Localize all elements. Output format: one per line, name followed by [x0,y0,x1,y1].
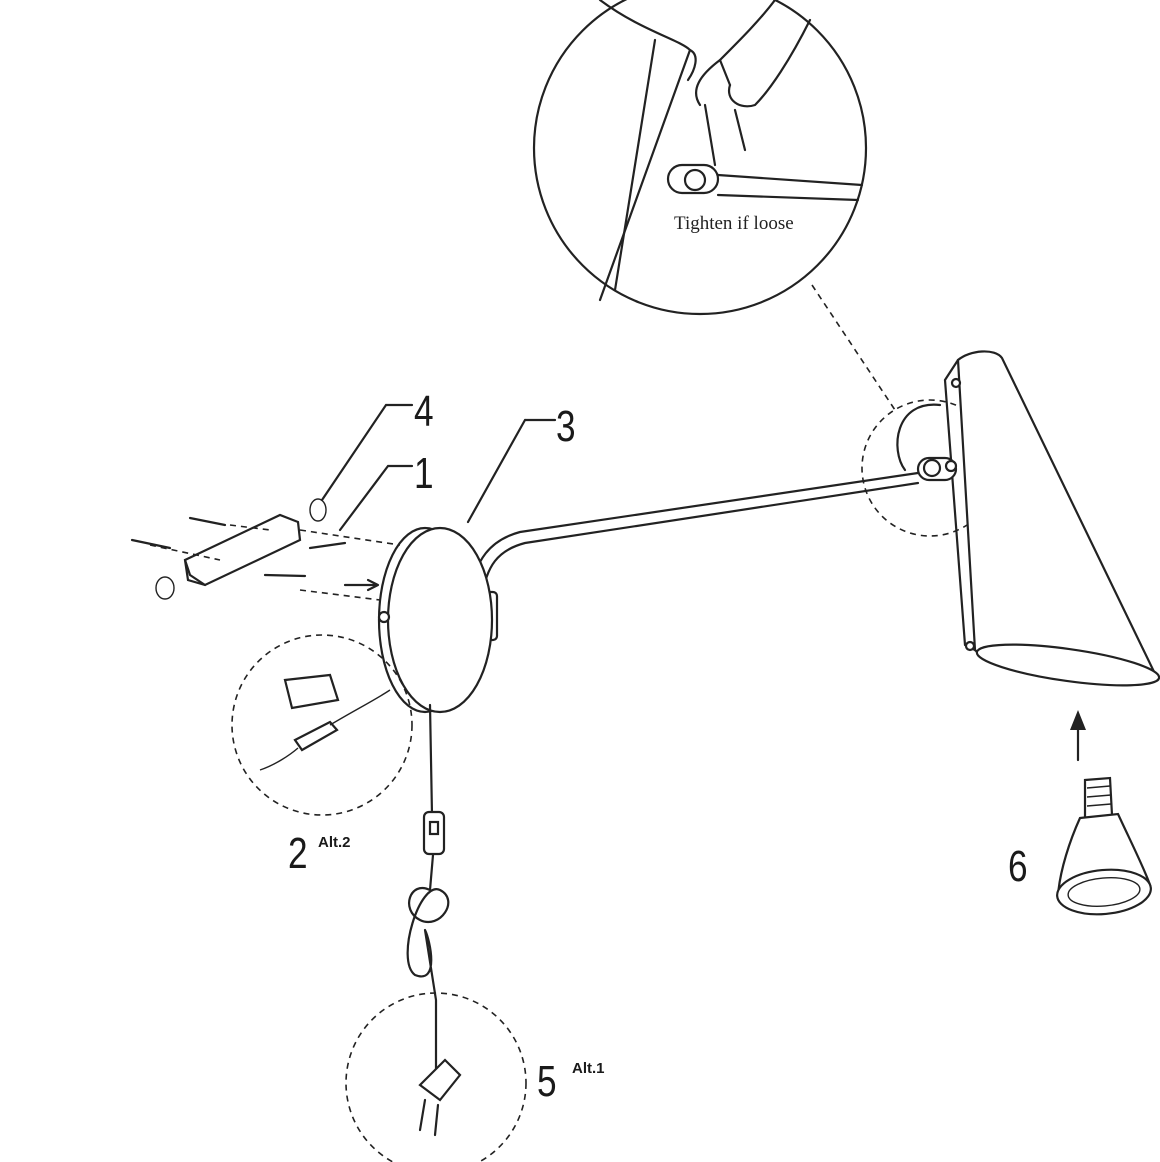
mounting-bracket [130,498,401,601]
leader-lines [320,403,557,532]
part-label-6: 6 [1008,842,1028,891]
part-label-5: 5 [537,1057,557,1106]
power-cord [345,703,527,1162]
lamp-arm [453,471,920,642]
part-label-1: 1 [414,449,434,498]
part-2-alt: Alt.2 [318,834,351,851]
wall-plate [377,526,494,714]
part-label-3: 3 [556,402,576,451]
part-label-4: 4 [414,387,434,436]
lamp-shade [861,350,1160,687]
detail-magnifier [532,0,896,411]
tighten-note: Tighten if loose [674,213,794,234]
light-bulb [1056,710,1152,916]
alt2-transformer [231,634,413,816]
part-5-alt: Alt.1 [572,1060,605,1077]
part-label-2: 2 [288,829,308,878]
